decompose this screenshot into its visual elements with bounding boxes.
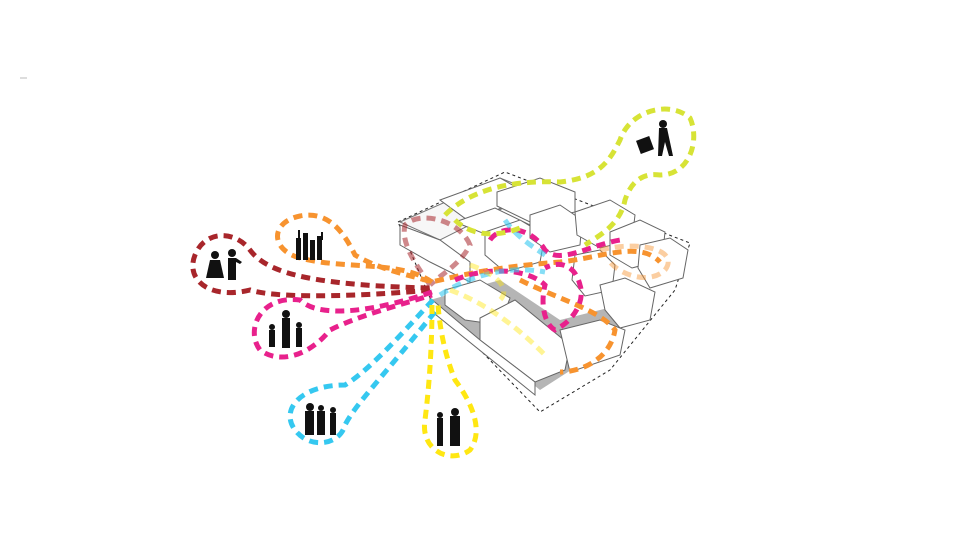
pair-silhouette-icon	[437, 408, 460, 446]
route-pair	[422, 262, 547, 459]
couple-silhouette-icon	[206, 249, 242, 280]
route-traveller	[443, 106, 697, 248]
elderly-group-silhouette-icon	[305, 403, 336, 435]
route-couple	[190, 215, 473, 299]
family-silhouette-icon	[269, 310, 302, 348]
route-elderly	[287, 218, 547, 446]
traveller-trolley-silhouette-icon	[636, 120, 673, 156]
group-cheering-silhouette-icon	[296, 230, 323, 260]
